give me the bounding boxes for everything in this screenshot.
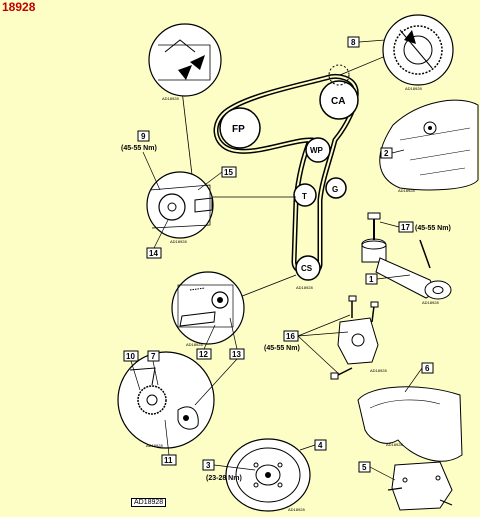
svg-text:7: 7 [151, 352, 156, 361]
callouts: 8 2 9 (45-55 Nm) 15 14 17 (45-55 Nm) 1 [121, 36, 451, 482]
detail-item16: AD18928 [330, 295, 387, 380]
svg-text:16: 16 [286, 332, 295, 341]
callout-8: 8 [347, 36, 360, 48]
detail-item1: AD18928 [361, 212, 452, 305]
callout-13: 13 [229, 348, 245, 360]
detail-item12: AD18928 [171, 271, 245, 347]
svg-text:6: 6 [425, 364, 430, 373]
torque-item17: (45-55 Nm) [415, 225, 451, 232]
svg-text:5: 5 [362, 463, 367, 472]
detail-item10: AD18928 [117, 351, 215, 449]
callout-4: 4 [314, 439, 327, 451]
callout-11: 11 [161, 454, 177, 466]
callout-leaders [130, 39, 423, 481]
callout-2: 2 [380, 147, 393, 159]
svg-text:14: 14 [149, 249, 158, 258]
code-detail-item9: AD18928 [170, 239, 187, 244]
torque-item9: (45-55 Nm) [121, 145, 157, 152]
pulley-label-g: G [332, 185, 338, 194]
svg-text:11: 11 [164, 456, 173, 465]
tensioner-pulley: T [293, 183, 317, 207]
torque-item3: (23-28 Nm) [206, 475, 242, 482]
pulley-label-ca: CA [331, 96, 345, 107]
callout-1: 1 [365, 273, 378, 285]
pulley-label-t: T [302, 192, 307, 201]
svg-text:4: 4 [318, 441, 323, 450]
callout-9: 9 [137, 130, 150, 142]
water-pump-pulley: WP [305, 137, 331, 163]
code-detail-item1: AD18928 [422, 300, 439, 305]
callout-17: 17 [398, 221, 414, 233]
code-detail-item12: AD18928 [186, 342, 203, 347]
detail-item2: AD18928 [379, 99, 479, 193]
svg-text:15: 15 [224, 168, 233, 177]
code-detail-top-left: AD18928 [162, 96, 179, 101]
torque-item16: (45-55 Nm) [264, 345, 300, 352]
callout-15: 15 [221, 166, 237, 178]
callout-14: 14 [146, 247, 162, 259]
detail-item9: AD18928 [146, 171, 214, 244]
svg-text:8: 8 [351, 38, 356, 47]
callout-7: 7 [147, 350, 160, 362]
svg-text:17: 17 [401, 223, 410, 232]
svg-text:13: 13 [232, 350, 241, 359]
svg-text:9: 9 [141, 132, 146, 141]
svg-text:1: 1 [369, 275, 374, 284]
code-detail-item4: AD18928 [288, 507, 305, 512]
fuel-pump-pulley: FP [219, 107, 261, 149]
detail-top-right: AD18928 [382, 14, 454, 91]
pulley-label-wp: WP [310, 146, 324, 155]
svg-text:2: 2 [384, 149, 389, 158]
callout-3: 3 [202, 459, 215, 471]
svg-text:3: 3 [206, 461, 211, 470]
document-number: 18928 [2, 0, 36, 14]
callout-10: 10 [123, 350, 139, 362]
callout-16: 16 [283, 330, 299, 342]
code-detail-item10: AD18928 [146, 443, 163, 448]
pulley-label-fp: FP [232, 124, 245, 135]
pulley-label-cs: CS [301, 264, 313, 273]
callout-5: 5 [358, 461, 371, 473]
callout-12: 12 [196, 348, 212, 360]
svg-text:12: 12 [199, 350, 208, 359]
camshaft-pulley: CA [319, 64, 359, 120]
code-detail-top-right: AD18928 [405, 86, 422, 91]
code-detail-item2: AD18928 [398, 188, 415, 193]
belt-layout: CA FP WP T G CS AD18928 [213, 64, 359, 290]
code-detail-item16: AD18928 [370, 368, 387, 373]
code-detail-item6: AD18928 [386, 442, 403, 447]
detail-item5 [387, 461, 453, 511]
guide-pulley: G [325, 177, 347, 199]
detail-item6: AD18928 [357, 386, 463, 462]
svg-text:10: 10 [126, 352, 135, 361]
belt-figure-code: AD18928 [296, 285, 313, 290]
detail-top-left: AD18928 [148, 23, 222, 101]
figure-code: AD18928 [131, 498, 167, 507]
crankshaft-pulley: CS [295, 255, 321, 281]
detail-item4: AD18928 [225, 438, 311, 512]
callout-6: 6 [421, 362, 434, 374]
